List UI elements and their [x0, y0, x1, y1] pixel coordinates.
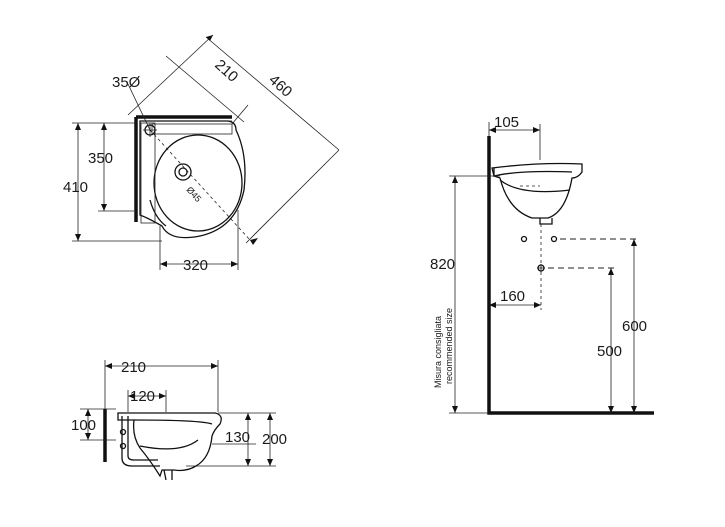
dim-diagonal-460: 460	[265, 71, 295, 100]
depth-dimensions	[72, 122, 162, 242]
drain-hole	[174, 163, 192, 181]
basin-section	[117, 412, 222, 478]
basin-bowl-top	[153, 134, 243, 232]
dim-front-200: 200	[262, 431, 287, 448]
dim-front-120: 120	[130, 388, 155, 405]
basin-side	[491, 162, 583, 219]
basin-outline-top	[139, 120, 246, 239]
dim-side-105: 105	[494, 114, 519, 131]
dim-front-130: 130	[225, 429, 250, 446]
note-recommended-line1: Misura consigliata	[433, 316, 443, 388]
front-view: 210 120 100 130 200	[71, 359, 287, 481]
fixing-point-right	[550, 235, 558, 243]
diagonal-dimensions	[127, 34, 340, 245]
wall-bracket	[140, 122, 156, 224]
dim-side-500: 500	[597, 343, 622, 360]
dim-diagonal-210: 210	[211, 56, 241, 85]
dim-front-100: 100	[71, 417, 96, 434]
hole-diameter-label: 35Ø	[112, 74, 141, 91]
top-view: 35Ø 210 460 350 410	[63, 34, 340, 274]
dim-side-600: 600	[622, 318, 647, 335]
dim-depth-350: 350	[88, 150, 113, 167]
dim-front-210: 210	[121, 359, 146, 376]
dim-side-160: 160	[500, 288, 525, 305]
fixing-point-left	[520, 235, 528, 243]
front-bracket	[121, 416, 160, 467]
side-view: 105 160 820 Misura consigliata recommend…	[430, 114, 654, 415]
note-recommended-line2: recommended size	[444, 308, 454, 384]
width-dimension	[159, 210, 239, 270]
drain-diameter-label: Ø45	[185, 185, 204, 204]
dim-depth-410: 410	[63, 179, 88, 196]
dim-width-320: 320	[183, 257, 208, 274]
dim-side-820: 820	[430, 256, 455, 273]
